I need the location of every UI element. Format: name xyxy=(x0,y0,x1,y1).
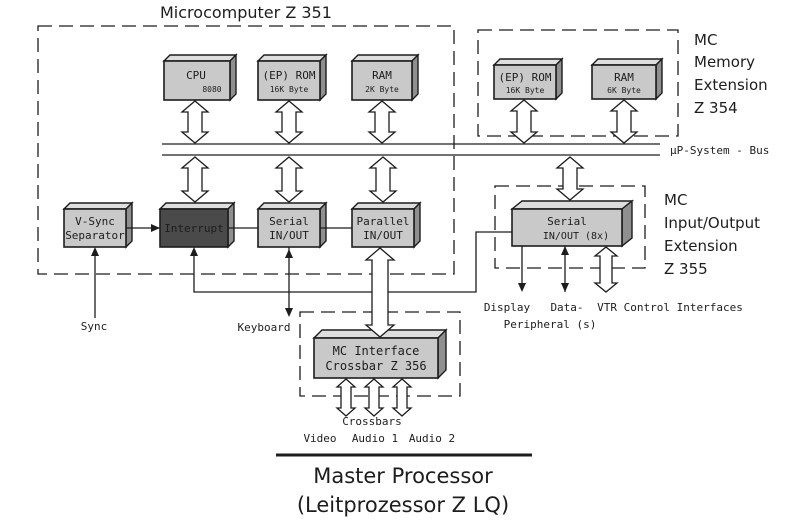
audio1-crossbar-arrow xyxy=(363,378,385,417)
extension-interrupt-arrowhead xyxy=(190,247,198,256)
parallel-label: Parallel xyxy=(357,215,410,228)
interrupt-block: Interrupt xyxy=(158,201,236,249)
extension-interrupt-line xyxy=(193,231,512,293)
ram-bus-arrow xyxy=(367,100,397,144)
video-crossbar-arrow xyxy=(335,378,357,417)
vtr-control-arrow xyxy=(593,246,619,293)
keyboard-arrowhead-top xyxy=(285,249,293,258)
ext-ram-size: 6K Byte xyxy=(607,86,641,95)
serial-bus-arrow xyxy=(274,156,304,203)
vtr-label: VTR Control Interfaces xyxy=(597,301,743,314)
vsync-label: V-Sync xyxy=(75,215,115,228)
video-label: Video xyxy=(303,432,336,445)
sync-label: Sync xyxy=(81,320,108,333)
parallel-label-2: IN/OUT xyxy=(363,229,403,242)
audio2-label: Audio 2 xyxy=(409,432,455,445)
serial-ext-bus-arrow xyxy=(555,156,585,201)
microcomputer-title: Microcomputer Z 351 xyxy=(160,3,332,22)
ram-block: RAM 2K Byte xyxy=(350,53,420,102)
sync-arrowhead xyxy=(91,247,99,256)
crossbars-label: Crossbars xyxy=(342,415,402,428)
caption-title: Master Processor xyxy=(313,464,493,488)
keyboard-label: Keyboard xyxy=(238,321,291,334)
cpu-bus-arrow xyxy=(180,100,210,144)
ram-size: 2K Byte xyxy=(365,85,399,94)
io-extension-line: Input/Output xyxy=(664,214,760,232)
serial-label-2: IN/OUT xyxy=(269,229,309,242)
display-label: Display xyxy=(484,301,531,314)
ext-ram-label: RAM xyxy=(614,71,634,84)
io-extension-label: MC Input/Output Extension Z 355 xyxy=(664,191,760,278)
io-extension-line: MC xyxy=(664,191,687,209)
ext-ep-rom-size: 16K Byte xyxy=(506,86,545,95)
parallel-interface-arrow xyxy=(364,247,396,338)
ram-label: RAM xyxy=(372,69,392,82)
io-extension-line: Z 355 xyxy=(664,260,708,278)
ep-rom-size: 16K Byte xyxy=(270,85,309,94)
memory-extension-line: Z 354 xyxy=(694,99,738,117)
audio1-label: Audio 1 xyxy=(352,432,398,445)
microcomputer-frame xyxy=(37,25,455,275)
serial-ext-label: Serial xyxy=(547,215,587,228)
caption-subtitle: (Leitprozessor Z LQ) xyxy=(297,493,509,517)
vsync-separator-block: V-Sync Separator xyxy=(62,201,134,249)
memory-extension-label: MC Memory Extension Z 354 xyxy=(694,31,768,117)
ext-ram-bus-arrow xyxy=(609,99,639,144)
ext-ep-rom-bus-arrow xyxy=(509,99,539,144)
serial-block: Serial IN/OUT xyxy=(256,201,328,249)
mc-interface-label: MC Interface xyxy=(333,344,420,358)
ep-rom-block: (EP) ROM 16K Byte xyxy=(256,53,328,102)
vsync-to-interrupt-arrowhead xyxy=(151,224,160,232)
memory-extension-line: MC xyxy=(694,31,717,49)
ep-rom-bus-arrow xyxy=(274,100,304,144)
parallel-bus-arrow xyxy=(368,156,398,203)
cpu-type: 8080 xyxy=(202,85,221,94)
cpu-label: CPU xyxy=(186,69,206,82)
mc-interface-label-2: Crossbar Z 356 xyxy=(325,359,426,373)
memory-extension-line: Memory xyxy=(694,53,755,71)
ext-ram-block: RAM 6K Byte xyxy=(590,57,664,101)
data-arrowhead-top xyxy=(561,246,569,255)
system-bus-label: µP-System - Bus xyxy=(670,144,769,157)
interface-frame xyxy=(299,311,461,397)
keyboard-arrowhead-bottom xyxy=(285,308,293,317)
serial-ext-block: Serial IN/OUT (8x) xyxy=(510,199,634,248)
serial-ext-label-2: IN/OUT (8x) xyxy=(543,231,609,242)
parallel-block: Parallel IN/OUT xyxy=(350,201,422,249)
data-arrowhead-bottom xyxy=(561,283,569,292)
ext-ep-rom-label: (EP) ROM xyxy=(499,71,552,84)
bus-connection-arrows xyxy=(180,99,639,417)
vsync-label-2: Separator xyxy=(65,229,125,242)
memory-extension-frame xyxy=(477,29,679,137)
interrupt-bus-arrow xyxy=(180,156,210,203)
display-arrowhead xyxy=(518,283,526,292)
serial-label: Serial xyxy=(269,215,309,228)
ext-ep-rom-block: (EP) ROM 16K Byte xyxy=(492,57,564,101)
peripherals-label: Peripheral (s) xyxy=(504,318,597,331)
data-label: Data- xyxy=(550,301,583,314)
ep-rom-label: (EP) ROM xyxy=(263,69,316,82)
cpu-block: CPU 8080 xyxy=(162,53,238,102)
io-extension-line: Extension xyxy=(664,237,738,255)
audio2-crossbar-arrow xyxy=(391,378,413,417)
interrupt-label: Interrupt xyxy=(164,222,224,235)
memory-extension-line: Extension xyxy=(694,76,768,94)
